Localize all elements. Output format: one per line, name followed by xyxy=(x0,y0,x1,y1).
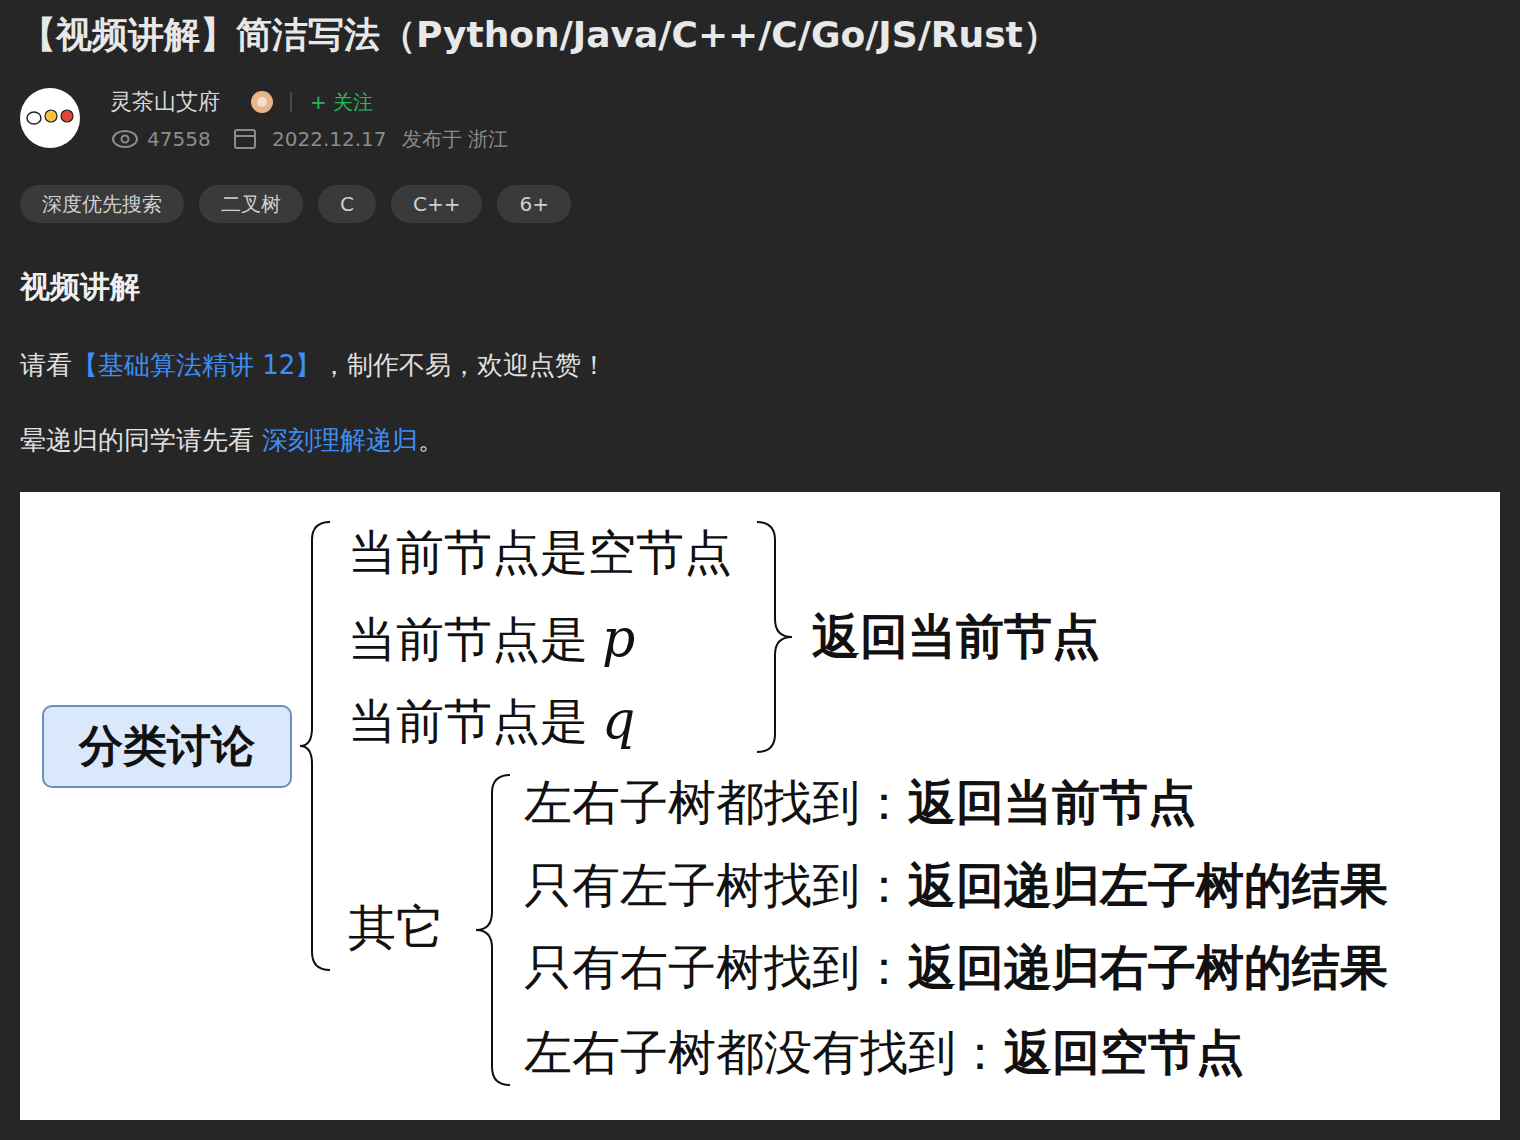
link-text: 【基础算法精讲 12】 xyxy=(72,348,321,383)
text-row: 返回当前节点 xyxy=(812,605,1100,669)
tag-text: 6+ xyxy=(519,192,548,216)
follow-button: + 关注 xyxy=(310,89,373,116)
text-row: 请看【基础算法精讲 12】，制作不易，欢迎点赞！ xyxy=(20,348,607,383)
body-text: 请看 xyxy=(20,348,72,383)
meta-info: 2022.12.17 xyxy=(272,127,387,151)
variable-name: q xyxy=(602,690,635,750)
diagram-result: 返回当前节点 xyxy=(908,771,1196,835)
tag-text: C xyxy=(340,192,354,216)
meta-info: 发布于 浙江 xyxy=(402,126,508,153)
text-row: 2022.12.17 xyxy=(272,127,387,151)
user-badge-core xyxy=(257,97,267,107)
diagram-text: 其它 xyxy=(348,896,444,960)
tag-text: 深度优先搜索 xyxy=(42,191,162,218)
diagram-ground xyxy=(20,492,1500,1120)
diagram-text: 左右子树都找到： xyxy=(524,771,908,835)
root-text: 分类讨论 xyxy=(79,717,255,776)
body-text: 晕递归的同学请先看 xyxy=(20,423,254,458)
brace xyxy=(300,522,330,970)
text-row: 灵茶山艾府 xyxy=(110,87,220,117)
meta-info: 47558 xyxy=(147,127,211,151)
diagram-text: 只有左子树找到： xyxy=(524,854,908,918)
diagram-text: 当前节点是 xyxy=(348,608,588,672)
diagram-text: 只有右子树找到： xyxy=(524,936,908,1000)
variable-name: p xyxy=(602,608,635,668)
avatar-bulb xyxy=(45,110,57,122)
body-text: ，制作不易，欢迎点赞！ xyxy=(321,348,607,383)
page-title: 【视频讲解】简洁写法（Python/Java/C++/C/Go/JS/Rust） xyxy=(20,11,1059,60)
avatar-bubble xyxy=(27,112,41,124)
author-name: 灵茶山艾府 xyxy=(110,87,220,117)
eye-icon xyxy=(113,131,137,147)
user-badge xyxy=(251,91,273,113)
text-row: 左右子树都找到：返回当前节点 xyxy=(524,771,1196,835)
text-row: 只有左子树找到：返回递归左子树的结果 xyxy=(524,854,1388,918)
diagram-result: 返回递归右子树的结果 xyxy=(908,936,1388,1000)
calendar-icon xyxy=(235,130,255,148)
text-row: 当前节点是空节点 xyxy=(348,521,732,585)
diagram-result: 返回当前节点 xyxy=(812,605,1100,669)
diagram-result: 返回递归左子树的结果 xyxy=(908,854,1388,918)
diagram-text: 当前节点是空节点 xyxy=(348,521,732,585)
text-row: 当前节点是p xyxy=(348,608,635,672)
text-row: 晕递归的同学请先看深刻理解递归。 xyxy=(20,423,444,458)
root-box: 分类讨论 xyxy=(42,705,292,788)
diagram-text: 当前节点是 xyxy=(348,690,588,754)
tag-text: C++ xyxy=(413,192,460,216)
text-row: 左右子树都没有找到：返回空节点 xyxy=(524,1021,1244,1085)
text-row: + 关注 xyxy=(310,89,373,116)
diagram-text: 左右子树都没有找到： xyxy=(524,1021,1004,1085)
tag-pill: C++ xyxy=(391,185,482,223)
text-row: 视频讲解 xyxy=(20,267,140,308)
tag-pill: C xyxy=(318,185,376,223)
text-row: 47558 xyxy=(147,127,211,151)
calendar-bar xyxy=(235,135,255,137)
tag-pill: 二叉树 xyxy=(199,185,303,223)
text-row: 当前节点是q xyxy=(348,690,635,754)
divider xyxy=(290,92,292,112)
link-text: 深刻理解递归 xyxy=(262,423,418,458)
tag-pill: 6+ xyxy=(497,185,570,223)
text-row: 只有右子树找到：返回递归右子树的结果 xyxy=(524,936,1388,1000)
brace xyxy=(476,775,510,1085)
text-row: 其它 xyxy=(348,896,444,960)
body-text: 。 xyxy=(418,423,444,458)
avatar xyxy=(20,88,80,148)
tag-pill: 深度优先搜索 xyxy=(20,185,184,223)
tag-text: 二叉树 xyxy=(221,191,281,218)
brace xyxy=(757,522,792,752)
eye-pupil xyxy=(122,136,129,143)
text-row: 发布于 浙江 xyxy=(402,126,508,153)
section-heading: 视频讲解 xyxy=(20,267,140,308)
text-row: 【视频讲解】简洁写法（Python/Java/C++/C/Go/JS/Rust） xyxy=(20,11,1059,60)
avatar-pin xyxy=(61,110,73,122)
diagram-result: 返回空节点 xyxy=(1004,1021,1244,1085)
